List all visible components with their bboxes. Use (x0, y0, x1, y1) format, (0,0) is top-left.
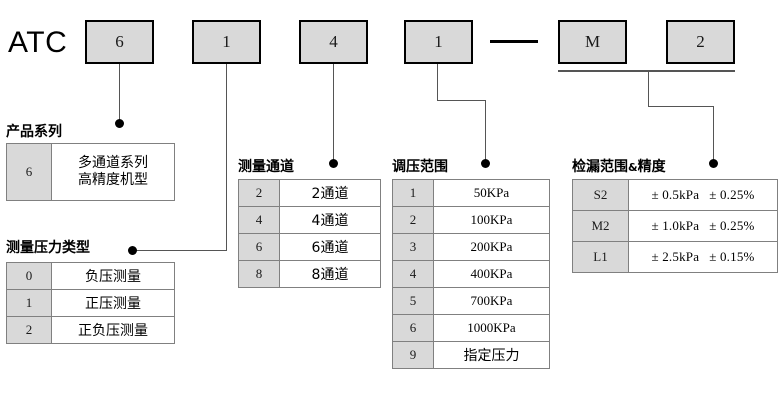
cell-desc: 400KPa (433, 260, 550, 288)
cell-desc-line1: 多通道系列 (78, 154, 148, 171)
connector-leak-bracket (558, 70, 735, 72)
connector-leak-v2 (713, 106, 714, 163)
cell-desc: 100KPa (433, 206, 550, 234)
table-row[interactable]: 6 1000KPa (392, 314, 550, 342)
table-row[interactable]: M2 ± 1.0kPa ± 0.25% (572, 210, 778, 242)
cell-code: 9 (392, 341, 434, 369)
brand-prefix: ATC (8, 26, 68, 59)
cell-code: 4 (238, 206, 280, 234)
table-row[interactable]: 4 4通道 (238, 206, 381, 234)
connector-leak-v1 (648, 71, 649, 107)
cell-code: 2 (392, 206, 434, 234)
cell-spec-accuracy: ± 0.15% (709, 249, 755, 264)
table-leak-detection: S2 ± 0.5kPa ± 0.25% M2 ± 1.0kPa ± 0.25% L1… (572, 179, 778, 273)
cell-desc: 700KPa (433, 287, 550, 315)
connector-pressure-range-v2 (485, 100, 486, 163)
cell-code: 5 (392, 287, 434, 315)
cell-code: L1 (572, 241, 629, 273)
code-box-series[interactable]: 6 (85, 20, 154, 64)
connector-channel (333, 64, 334, 163)
cell-spec-accuracy: ± 0.25% (709, 187, 755, 202)
cell-code: 6 (238, 233, 280, 261)
table-row[interactable]: 2 100KPa (392, 206, 550, 234)
cell-code: 3 (392, 233, 434, 261)
cell-desc: 指定压力 (433, 341, 550, 369)
cell-code: 2 (6, 316, 52, 344)
caption-channel: 测量通道 (238, 159, 294, 175)
cell-spec-accuracy: ± 0.25% (709, 218, 755, 233)
table-row[interactable]: 5 700KPa (392, 287, 550, 315)
caption-pressure-type: 测量压力类型 (6, 240, 90, 256)
cell-desc: 8通道 (279, 260, 381, 288)
code-box-channel[interactable]: 4 (299, 20, 368, 64)
code-box-leak-letter[interactable]: M (558, 20, 627, 64)
connector-dot-pressure-type (128, 246, 137, 255)
connector-dot-pressure-range (481, 159, 490, 168)
connector-dot-series (115, 119, 124, 128)
cell-desc: 50KPa (433, 179, 550, 207)
table-row[interactable]: S2 ± 0.5kPa ± 0.25% (572, 179, 778, 211)
cell-desc: 正压测量 (51, 289, 175, 317)
cell-code: M2 (572, 210, 629, 242)
cell-desc: 正负压测量 (51, 316, 175, 344)
cell-desc: 6通道 (279, 233, 381, 261)
caption-series: 产品系列 (6, 124, 62, 140)
cell-desc: 4通道 (279, 206, 381, 234)
cell-spec-range: ± 0.5kPa (651, 187, 700, 202)
code-box-pressure-range[interactable]: 1 (404, 20, 473, 64)
table-row[interactable]: 2 2通道 (238, 179, 381, 207)
connector-leak-h (648, 106, 714, 107)
cell-desc: 负压测量 (51, 262, 175, 290)
table-pressure-range: 1 50KPa 2 100KPa 3 200KPa 4 400KPa 5 700… (392, 179, 550, 369)
table-row[interactable]: L1 ± 2.5kPa ± 0.15% (572, 241, 778, 273)
cell-code: 4 (392, 260, 434, 288)
table-row[interactable]: 1 50KPa (392, 179, 550, 207)
cell-desc: 200KPa (433, 233, 550, 261)
code-box-pressure-type[interactable]: 1 (192, 20, 261, 64)
cell-spec-range: ± 2.5kPa (651, 249, 700, 264)
cell-desc: 2通道 (279, 179, 381, 207)
cell-desc: 多通道系列 高精度机型 (51, 143, 175, 201)
caption-leak-detection: 检漏范围&精度 (572, 160, 666, 174)
cell-code: 8 (238, 260, 280, 288)
table-channel: 2 2通道 4 4通道 6 6通道 8 8通道 (238, 179, 381, 288)
caption-leak-amp: & (628, 161, 638, 174)
cell-code: 1 (6, 289, 52, 317)
cell-spec: ± 0.5kPa ± 0.25% (628, 179, 778, 211)
connector-pressure-range-h (437, 100, 486, 101)
connector-series (119, 64, 120, 123)
caption-pressure-range: 调压范围 (392, 159, 448, 175)
cell-spec: ± 2.5kPa ± 0.15% (628, 241, 778, 273)
cell-spec: ± 1.0kPa ± 0.25% (628, 210, 778, 242)
cell-code: S2 (572, 179, 629, 211)
cell-code: 2 (238, 179, 280, 207)
table-pressure-type: 0 负压测量 1 正压测量 2 正负压测量 (6, 262, 175, 344)
connector-pressure-type-v (226, 64, 227, 251)
table-row[interactable]: 6 多通道系列 高精度机型 (6, 143, 175, 201)
code-box-leak-number[interactable]: 2 (666, 20, 735, 64)
cell-code: 0 (6, 262, 52, 290)
table-row[interactable]: 0 负压测量 (6, 262, 175, 290)
caption-leak-tail: 精度 (637, 159, 666, 175)
table-row[interactable]: 8 8通道 (238, 260, 381, 288)
table-row[interactable]: 3 200KPa (392, 233, 550, 261)
connector-pressure-range-v1 (437, 64, 438, 101)
table-row[interactable]: 6 6通道 (238, 233, 381, 261)
table-row[interactable]: 9 指定压力 (392, 341, 550, 369)
connector-dot-leak (709, 159, 718, 168)
cell-code: 6 (392, 314, 434, 342)
code-separator-dash (490, 40, 538, 43)
caption-leak-main: 检漏范围 (572, 159, 628, 175)
cell-spec-range: ± 1.0kPa (651, 218, 700, 233)
table-row[interactable]: 1 正压测量 (6, 289, 175, 317)
connector-dot-channel (329, 159, 338, 168)
table-row[interactable]: 2 正负压测量 (6, 316, 175, 344)
cell-desc: 1000KPa (433, 314, 550, 342)
table-series: 6 多通道系列 高精度机型 (6, 143, 175, 201)
cell-code: 6 (6, 143, 52, 201)
cell-code: 1 (392, 179, 434, 207)
connector-pressure-type-h (132, 250, 227, 251)
cell-desc-line2: 高精度机型 (78, 172, 148, 188)
table-row[interactable]: 4 400KPa (392, 260, 550, 288)
